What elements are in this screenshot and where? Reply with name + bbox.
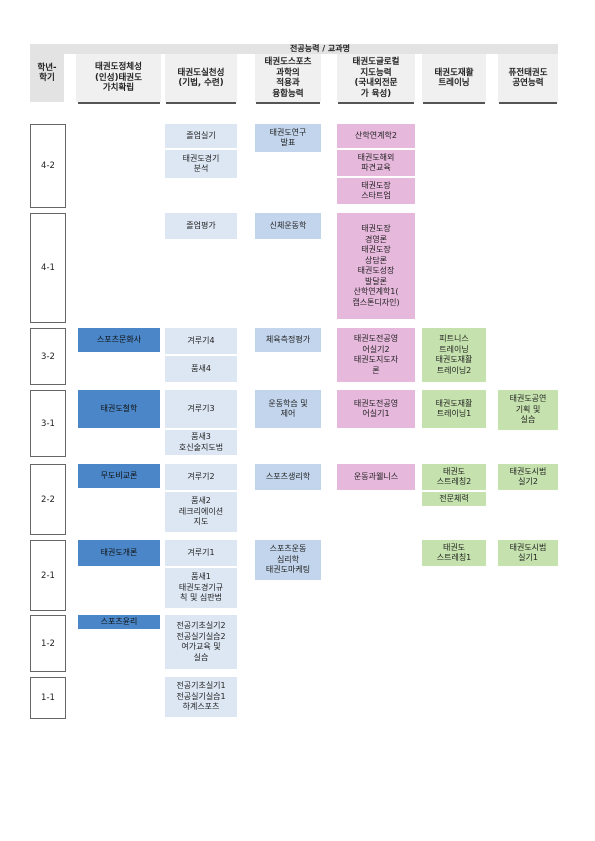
course-cell: 태권도전공영 어실기1 bbox=[337, 390, 415, 428]
col-header-practice: 태권도실천성 (기법, 수련) bbox=[165, 54, 237, 102]
year-label: 3-2 bbox=[30, 328, 66, 385]
course-cell: 태권도장 경영론 태권도장 상담론 태권도성장 발달론 산학연계학1( 캡스톤디… bbox=[337, 213, 415, 319]
course-cell: 스포츠생리학 bbox=[255, 464, 321, 490]
course-cell: 품새4 bbox=[165, 356, 237, 382]
header-underline bbox=[78, 102, 160, 104]
year-label: 4-1 bbox=[30, 213, 66, 323]
year-label: 4-2 bbox=[30, 124, 66, 208]
year-label: 1-2 bbox=[30, 615, 66, 672]
course-cell: 태권도 스트레칭2 bbox=[422, 464, 486, 490]
col-header-science: 태권도스포츠 과학의 적용과 융합능력 bbox=[255, 54, 321, 102]
course-cell: 태권도장 스타트업 bbox=[337, 178, 415, 204]
course-cell: 태권도시범 실기2 bbox=[498, 464, 558, 490]
header-underline bbox=[338, 102, 414, 104]
course-cell: 겨루기1 bbox=[165, 540, 237, 566]
header-band bbox=[30, 44, 558, 54]
col-header-global: 태권도글로컬 지도능력 (국내외전문 가 육성) bbox=[337, 54, 415, 102]
course-cell: 피트니스 트레이닝 태권도재활 트레이닝2 bbox=[422, 328, 486, 382]
header-underline bbox=[423, 102, 485, 104]
course-cell: 태권도공연 기획 및 실습 bbox=[498, 390, 558, 430]
year-label: 2-2 bbox=[30, 464, 66, 535]
header-underline bbox=[256, 102, 320, 104]
year-label: 1-1 bbox=[30, 677, 66, 719]
course-cell: 졸업평가 bbox=[165, 213, 237, 239]
col-header-rehab: 태권도재활 트레이닝 bbox=[422, 54, 486, 102]
course-cell: 운동과웰니스 bbox=[337, 464, 415, 490]
course-cell: 태권도경기 분석 bbox=[165, 150, 237, 178]
header-underline bbox=[166, 102, 236, 104]
course-cell: 전공기초실기1 전공실기실습1 하계스포츠 bbox=[165, 677, 237, 717]
course-cell: 겨루기3 bbox=[165, 390, 237, 428]
course-cell: 전공기초실기2 전공실기실습2 여가교육 및 실습 bbox=[165, 615, 237, 669]
course-cell: 태권도철학 bbox=[78, 390, 160, 428]
year-label: 3-1 bbox=[30, 390, 66, 457]
course-cell: 스포츠윤리 bbox=[78, 615, 160, 629]
course-cell: 태권도개론 bbox=[78, 540, 160, 566]
course-cell: 신체운동학 bbox=[255, 213, 321, 239]
course-cell: 운동학습 및 제어 bbox=[255, 390, 321, 428]
course-cell: 체육측정평가 bbox=[255, 328, 321, 352]
course-cell: 겨루기4 bbox=[165, 328, 237, 354]
col-header-identity: 태권도정체성 (인성)태권도 가치확립 bbox=[76, 54, 161, 102]
course-cell: 무도비교론 bbox=[78, 464, 160, 488]
course-cell: 품새2 레크리에이션 지도 bbox=[165, 492, 237, 532]
course-cell: 태권도전공영 어실기2 태권도지도자 론 bbox=[337, 328, 415, 382]
course-cell: 태권도해외 파견교육 bbox=[337, 150, 415, 176]
course-cell: 스포츠운동 심리학 태권도마케팅 bbox=[255, 540, 321, 580]
header-underline bbox=[499, 102, 557, 104]
col-header-fusion: 퓨전태권도 공연능력 bbox=[498, 54, 558, 102]
year-semester-header: 학년- 학기 bbox=[30, 44, 64, 102]
year-label: 2-1 bbox=[30, 540, 66, 611]
course-cell: 태권도재활 트레이닝1 bbox=[422, 390, 486, 428]
course-cell: 산학연계학2 bbox=[337, 124, 415, 148]
course-cell: 품새3 호신술지도법 bbox=[165, 430, 237, 455]
course-cell: 겨루기2 bbox=[165, 464, 237, 490]
course-cell: 태권도연구 발표 bbox=[255, 124, 321, 152]
course-cell: 태권도 스트레칭1 bbox=[422, 540, 486, 566]
course-cell: 품새1 태권도경기규 칙 및 심판법 bbox=[165, 568, 237, 608]
course-cell: 스포츠문화사 bbox=[78, 328, 160, 352]
header-title: 전공능력 / 교과명 bbox=[289, 44, 350, 53]
course-cell: 태권도시범 실기1 bbox=[498, 540, 558, 566]
course-cell: 졸업실기 bbox=[165, 124, 237, 148]
course-cell: 전문체력 bbox=[422, 492, 486, 506]
